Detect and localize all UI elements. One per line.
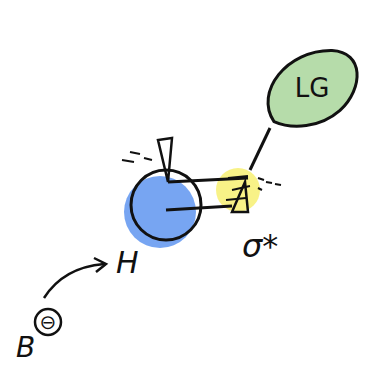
orbital-sketch	[226, 176, 250, 200]
bond-line	[250, 128, 270, 170]
charge-circle	[35, 309, 61, 335]
bond-line	[168, 178, 248, 182]
charge-sign: ⊖	[40, 312, 57, 332]
hash-marks	[122, 152, 152, 162]
bond-line	[166, 206, 232, 210]
group-label: LG	[295, 75, 330, 101]
ellipse-shape	[268, 50, 357, 126]
wedge-bond	[158, 138, 172, 182]
leaving-group-ellipse: LG	[262, 48, 362, 128]
base-label: B	[16, 334, 35, 362]
hash-marks	[258, 178, 281, 190]
attack-arrow	[44, 264, 104, 298]
atom-label: H	[116, 248, 139, 278]
arrow-head	[94, 258, 106, 272]
orbital-label: σ*	[242, 230, 278, 262]
